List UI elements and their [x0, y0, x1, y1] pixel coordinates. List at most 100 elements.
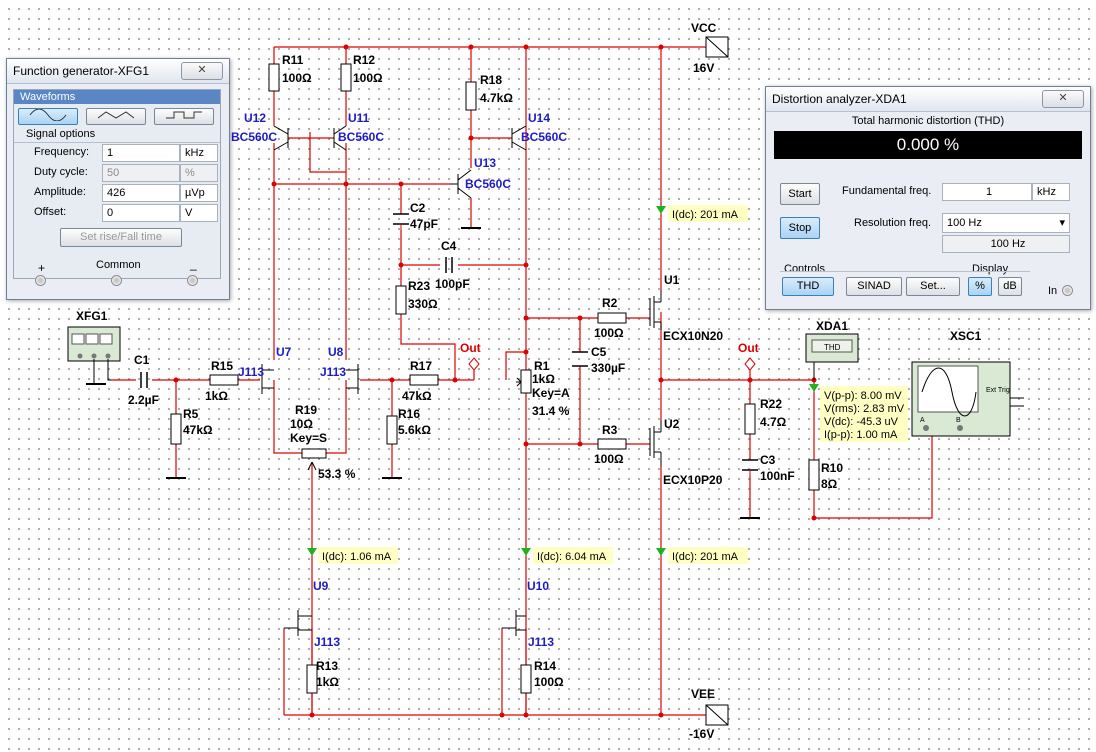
db-display-button[interactable]: dB — [998, 277, 1022, 296]
svg-text:I(dc): 1.06 mA: I(dc): 1.06 mA — [322, 551, 392, 563]
amplitude-label: Amplitude: — [34, 186, 86, 198]
fg-common-terminal[interactable] — [111, 275, 122, 286]
r17-value: 47kΩ — [402, 389, 432, 403]
svg-text:I(dc): 6.04 mA: I(dc): 6.04 mA — [537, 551, 607, 563]
fundamental-freq-unit[interactable]: kHz — [1032, 183, 1070, 201]
r22-value: 4.7Ω — [760, 415, 787, 429]
vee-value: -16V — [689, 727, 714, 741]
thd-display: 0.000 % — [774, 131, 1082, 159]
svg-text:V(dc): -45.3 uV: V(dc): -45.3 uV — [824, 416, 899, 428]
r19-setting: 53.3 % — [318, 467, 356, 481]
r18-value: 4.7kΩ — [480, 91, 513, 105]
xfg1-instrument[interactable] — [67, 326, 121, 384]
in-terminal[interactable] — [1062, 285, 1073, 296]
sine-wave-icon — [29, 108, 67, 122]
fundamental-freq-input[interactable]: 1 — [942, 183, 1032, 201]
fg-plus-terminal-label: + — [38, 261, 46, 275]
controls-label: Controls — [784, 263, 825, 275]
offset-unit[interactable]: V — [180, 204, 218, 222]
u10-part: J113 — [528, 635, 554, 649]
xsc1-instrument[interactable]: Ext Trig A B — [911, 361, 1024, 437]
set-rise-fall-button[interactable]: Set rise/Fall time — [60, 228, 182, 247]
out-connectors[interactable] — [468, 357, 756, 371]
resolution-freq-readout: 100 Hz — [942, 235, 1070, 253]
r13-value: 1kΩ — [316, 675, 339, 689]
r10-value: 8Ω — [821, 477, 838, 491]
out-label-right: Out — [738, 341, 759, 355]
svg-text:V(p-p): 8.00 mV: V(p-p): 8.00 mV — [824, 390, 902, 402]
xsc1-label: XSC1 — [950, 329, 982, 343]
c4-value: 100pF — [435, 277, 470, 291]
fg-minus-terminal[interactable] — [187, 275, 198, 286]
r13-name: R13 — [316, 659, 338, 673]
xfg1-label: XFG1 — [76, 309, 108, 323]
fg-close-button[interactable]: ✕ — [181, 62, 223, 80]
fundamental-freq-label: Fundamental freq. — [842, 185, 932, 197]
vee-label: VEE — [691, 687, 715, 701]
u11-name: U11 — [348, 111, 370, 125]
r18-name: R18 — [480, 73, 502, 87]
r1-key: Key=A — [532, 386, 570, 400]
svg-text:I(dc): 201 mA: I(dc): 201 mA — [672, 209, 739, 221]
u2-name: U2 — [664, 417, 680, 431]
da-titlebar[interactable]: Distortion analyzer-XDA1 ✕ — [766, 87, 1090, 112]
wires — [112, 46, 933, 716]
amplitude-input[interactable]: 426 — [102, 184, 180, 202]
r23-value: 330Ω — [408, 297, 438, 311]
start-button[interactable]: Start — [780, 183, 820, 205]
offset-input[interactable]: 0 — [102, 204, 180, 222]
xda1-instrument[interactable]: THD — [805, 333, 859, 380]
triangle-wave-button[interactable] — [86, 108, 146, 125]
r3-value: 100Ω — [594, 452, 624, 466]
da-close-button[interactable]: ✕ — [1042, 90, 1084, 108]
svg-text:B: B — [956, 417, 961, 424]
svg-text:Ext Trig: Ext Trig — [986, 387, 1010, 394]
svg-text:I(p-p): 1.00 mA: I(p-p): 1.00 mA — [824, 429, 898, 441]
frequency-unit[interactable]: kHz — [180, 144, 218, 162]
c3-value: 100nF — [760, 469, 795, 483]
junctions — [173, 44, 817, 718]
r12-name: R12 — [353, 53, 375, 67]
svg-text:A: A — [920, 417, 925, 424]
resolution-freq-select[interactable]: 100 Hz ▾ — [942, 213, 1070, 233]
u14-part: BC560C — [521, 130, 567, 144]
u13-part: BC560C — [465, 177, 511, 191]
u12-part: BC560C — [231, 130, 277, 144]
frequency-input[interactable]: 1 — [102, 144, 180, 162]
duty-cycle-input[interactable]: 50 — [102, 164, 180, 182]
set-button[interactable]: Set... — [906, 277, 960, 296]
distortion-analyzer-dialog: Distortion analyzer-XDA1 ✕ Total harmoni… — [765, 86, 1091, 310]
svg-text:V(rms): 2.83 mV: V(rms): 2.83 mV — [824, 403, 905, 415]
svg-text:I(dc): 201 mA: I(dc): 201 mA — [672, 551, 739, 563]
r23-name: R23 — [408, 279, 430, 293]
fg-signal-options-label: Signal options — [26, 128, 96, 140]
labels: VCC 16V VEE -16V R11 100Ω R12 100Ω R18 4… — [76, 21, 982, 741]
fg-titlebar[interactable]: Function generator-XFG1 ✕ — [7, 59, 229, 84]
sinad-mode-button[interactable]: SINAD — [846, 277, 902, 296]
vcc-label: VCC — [691, 21, 717, 35]
r1-name: R1 — [534, 359, 550, 373]
mosfet-symbols — [649, 290, 662, 466]
probe-labels: I(dc): 201 mA I(dc): 1.06 mA I(dc): 6.04… — [318, 205, 908, 564]
stop-button[interactable]: Stop — [780, 217, 820, 239]
square-wave-button[interactable] — [154, 108, 214, 125]
thd-mode-button[interactable]: THD — [782, 277, 834, 296]
thd-header: Total harmonic distortion (THD) — [851, 115, 1005, 127]
r19-value: 10Ω — [290, 417, 313, 431]
fg-plus-terminal[interactable] — [35, 275, 46, 286]
sine-wave-button[interactable] — [18, 108, 78, 125]
svg-text:THD: THD — [824, 343, 841, 352]
fg-common-terminal-label: Common — [96, 259, 141, 271]
percent-display-button[interactable]: % — [968, 277, 992, 296]
r2-value: 100Ω — [594, 326, 624, 340]
xda1-label: XDA1 — [816, 319, 848, 333]
r10-name: R10 — [821, 461, 843, 475]
c3-name: C3 — [760, 453, 776, 467]
r19-key: Key=S — [290, 431, 327, 445]
r22-name: R22 — [760, 397, 782, 411]
duty-cycle-unit[interactable]: % — [180, 164, 218, 182]
amplitude-unit[interactable]: µVp — [180, 184, 218, 202]
u1-name: U1 — [664, 273, 680, 287]
r1-value: 1kΩ — [532, 372, 555, 386]
r14-value: 100Ω — [534, 675, 564, 689]
